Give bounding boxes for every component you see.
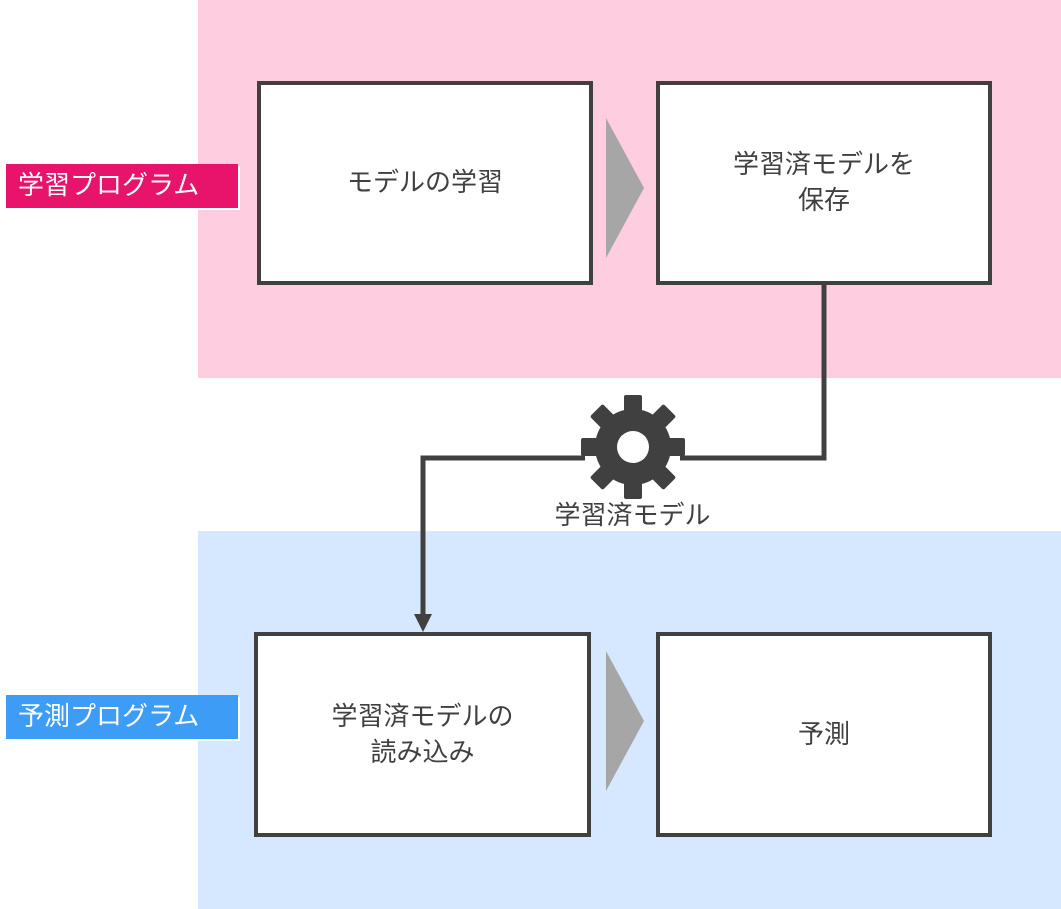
flow-arrow-training: [606, 118, 644, 258]
load-model-step: 学習済モデルの 読み込み: [254, 632, 591, 837]
save-to-model-connector: [680, 285, 827, 461]
training-program-label: 学習プログラム: [6, 164, 238, 208]
connector-arrowhead: [414, 614, 432, 632]
flow-arrow-prediction: [606, 651, 644, 791]
gear-icon: [581, 395, 685, 499]
trained-model-label: 学習済モデル: [554, 501, 711, 531]
model-to-load-connector: [420, 455, 585, 618]
train-model-step: モデルの学習: [257, 81, 593, 285]
predict-step: 予測: [656, 632, 992, 837]
save-model-step: 学習済モデルを 保存: [656, 81, 992, 285]
prediction-program-label: 予測プログラム: [6, 695, 238, 739]
